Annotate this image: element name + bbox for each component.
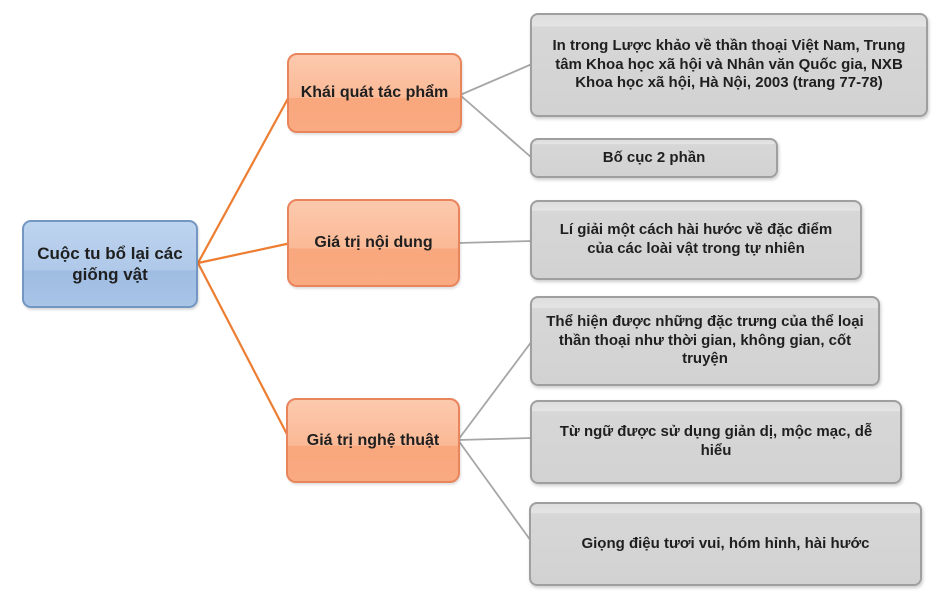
branch-node-label: Giá trị nội dung	[314, 234, 433, 251]
root-node[interactable]: Cuộc tu bổ lại các giống vật	[22, 220, 198, 308]
leaf-node-giong-dieu[interactable]: Giọng điệu tươi vui, hóm hỉnh, hài hước	[529, 502, 922, 586]
edge-branch0-leaf0	[459, 63, 533, 96]
branch-node-label: Giá trị nghệ thuật	[306, 431, 440, 449]
edge-root-branch-2	[197, 262, 291, 441]
leaf-node-li-giai[interactable]: Lí giải một cách hài hước về đặc điểm củ…	[530, 200, 862, 280]
leaf-node-publication-info[interactable]: In trong Lược khảo về thần thoại Việt Na…	[530, 13, 928, 117]
leaf-node-text: Lí giải một cách hài hước về đặc điểm củ…	[559, 221, 833, 257]
branch-node-label: Khái quát tác phẩm	[300, 84, 449, 101]
branch-node-gia-tri-noi-dung[interactable]: Giá trị nội dung	[287, 199, 460, 287]
edge-branch0-leaf1	[459, 94, 533, 159]
leaf-node-dac-trung-the-loai[interactable]: Thể hiện được những đặc trưng của thể lo…	[530, 296, 880, 386]
edge-branch2-leaf1	[457, 437, 533, 441]
leaf-node-text: Thể hiện được những đặc trưng của thể lo…	[546, 312, 864, 368]
leaf-node-text: Giọng điệu tươi vui, hóm hỉnh, hài hước	[581, 534, 870, 552]
edge-root-branch-0	[197, 92, 292, 264]
branch-node-khai-quat-tac-pham[interactable]: Khái quát tác phẩm	[287, 53, 462, 133]
leaf-node-text: Bố cục 2 phần	[602, 148, 706, 166]
root-node-label: Cuộc tu bổ lại các giống vật	[37, 243, 183, 284]
edge-branch2-leaf2	[457, 439, 532, 542]
leaf-node-text: In trong Lược khảo về thần thoại Việt Na…	[552, 36, 906, 92]
branch-node-gia-tri-nghe-thuat[interactable]: Giá trị nghệ thuật	[286, 398, 460, 483]
leaf-node-bo-cuc[interactable]: Bố cục 2 phần	[530, 138, 778, 178]
edge-branch1-leaf0	[457, 240, 533, 244]
leaf-node-tu-ngu[interactable]: Từ ngữ được sử dụng giản dị, mộc mạc, dễ…	[530, 400, 902, 484]
leaf-node-text: Từ ngữ được sử dụng giản dị, mộc mạc, dễ…	[559, 423, 873, 459]
edge-root-branch-1	[197, 241, 292, 265]
edge-branch2-leaf0	[457, 340, 533, 441]
